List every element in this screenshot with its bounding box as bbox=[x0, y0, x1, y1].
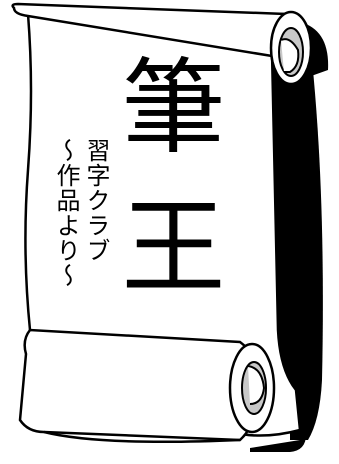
top-roll-curl bbox=[280, 38, 300, 73]
scroll-subtitle-club: 習字クラブ bbox=[82, 138, 110, 263]
scroll-right-shadow bbox=[290, 60, 323, 440]
scroll-title: 筆王 bbox=[103, 52, 225, 332]
bottom-roll-body bbox=[18, 328, 260, 442]
bottom-roll-edge bbox=[43, 430, 241, 444]
scroll-subtitle-works: ～作品より～ bbox=[52, 138, 80, 288]
bottom-roll-curl bbox=[247, 365, 266, 405]
